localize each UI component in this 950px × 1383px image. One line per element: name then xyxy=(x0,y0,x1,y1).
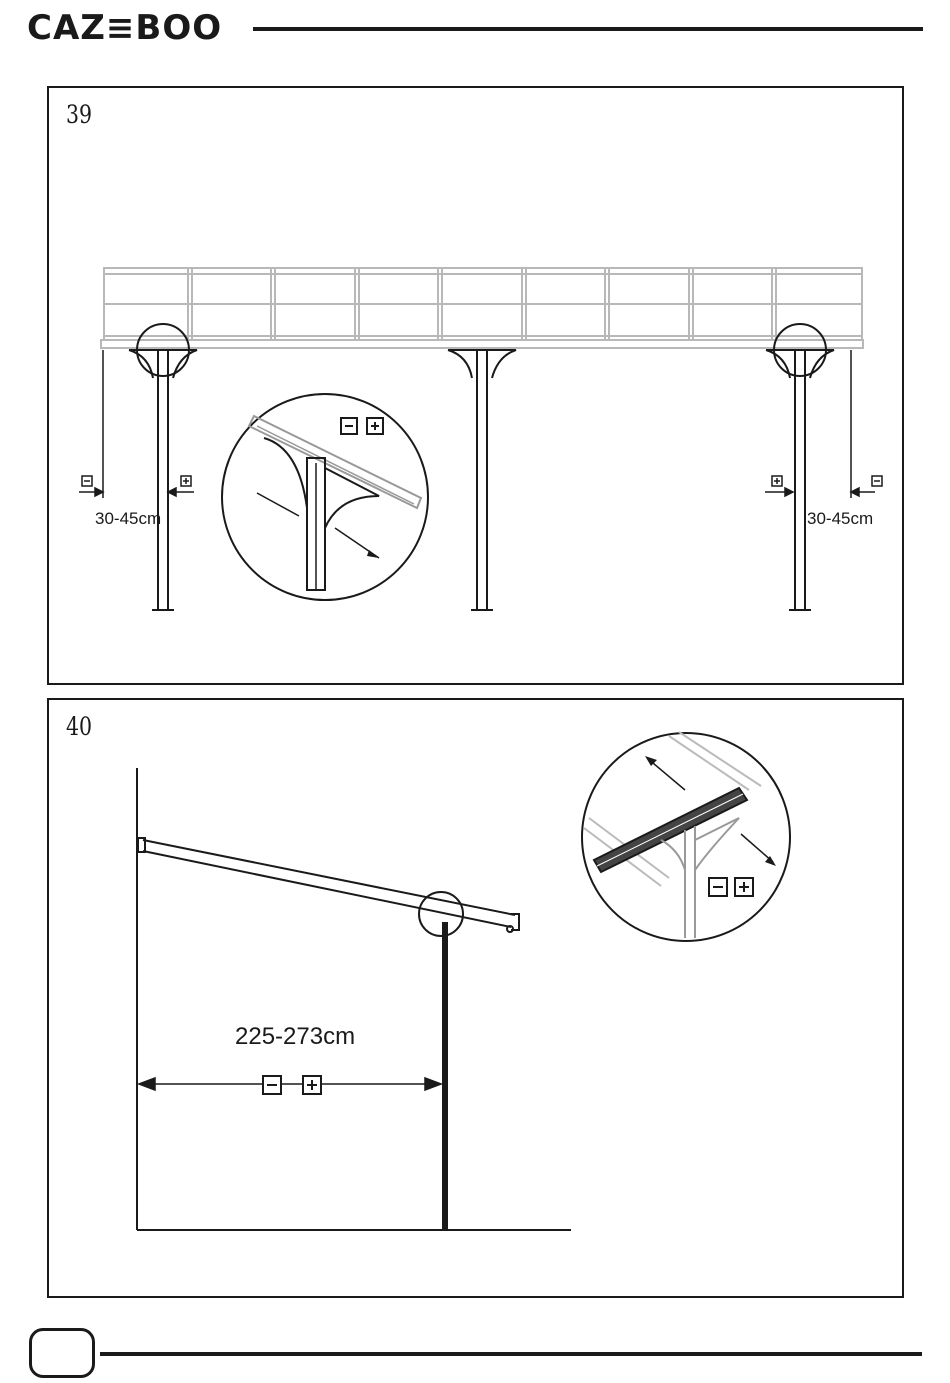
footer-rule xyxy=(100,1352,922,1356)
step-39-illustration: 30-45cm 30-45cm xyxy=(49,88,906,687)
brand-logo: CAZ≡BOO xyxy=(27,8,222,48)
roof-frame xyxy=(101,268,863,348)
dimension-label: 225-273cm xyxy=(235,1023,355,1050)
detail-zoom-40 xyxy=(582,732,790,941)
step-39-panel: 39 xyxy=(47,86,904,685)
post xyxy=(442,922,448,1230)
step-40-panel: 40 225-273cm xyxy=(47,698,904,1298)
wall-ground xyxy=(137,768,571,1230)
detail-zoom xyxy=(222,394,428,600)
plus-minus-small xyxy=(82,476,882,486)
dimension-40 xyxy=(139,1078,441,1090)
page-number-badge xyxy=(29,1328,95,1378)
step-40-illustration: 225-273cm xyxy=(49,700,906,1300)
dimension-label-right: 30-45cm xyxy=(807,509,873,528)
header-rule xyxy=(253,27,923,31)
plus-minus-40 xyxy=(263,1076,321,1094)
dimension-label-left: 30-45cm xyxy=(95,509,161,528)
beam xyxy=(138,838,519,936)
brackets xyxy=(129,324,834,378)
